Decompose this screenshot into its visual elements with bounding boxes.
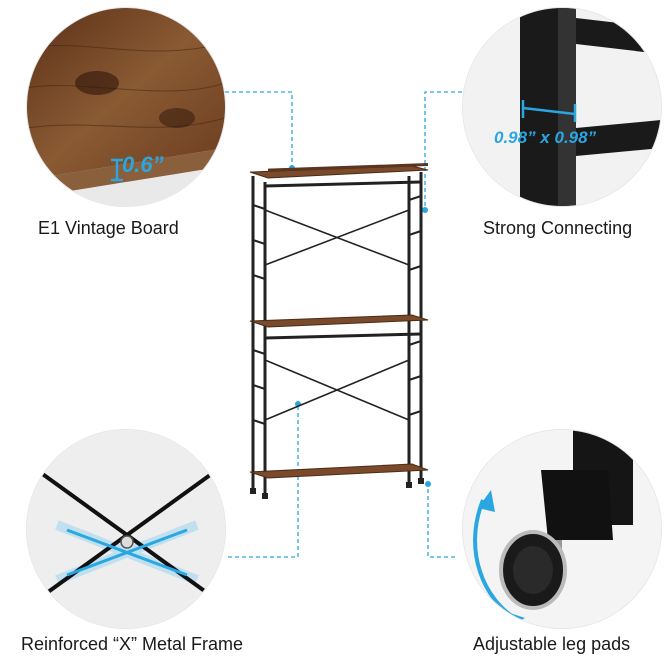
steel-tube-closeup xyxy=(463,8,661,206)
x-frame-closeup xyxy=(27,430,225,628)
board-thickness-label: 0.6” xyxy=(122,152,164,177)
leader-connecting xyxy=(424,91,462,210)
leg-pad-closeup xyxy=(463,430,661,628)
leader-leg xyxy=(427,484,455,558)
board-feature-label: E1 Vintage Board xyxy=(38,218,179,238)
connecting-feature-label: Strong Connecting xyxy=(483,218,633,238)
wood-board-closeup xyxy=(27,8,225,206)
tube-size-label: 0.98” x 0.98” xyxy=(494,128,597,147)
leader-frame xyxy=(228,404,299,558)
shelf-unit xyxy=(249,163,429,499)
leg-feature-label: Adjustable leg pads xyxy=(473,634,631,654)
leader-board xyxy=(225,91,293,166)
frame-feature-label: Reinforced “X” Metal Frame xyxy=(21,634,244,654)
leader-lines xyxy=(225,91,462,558)
